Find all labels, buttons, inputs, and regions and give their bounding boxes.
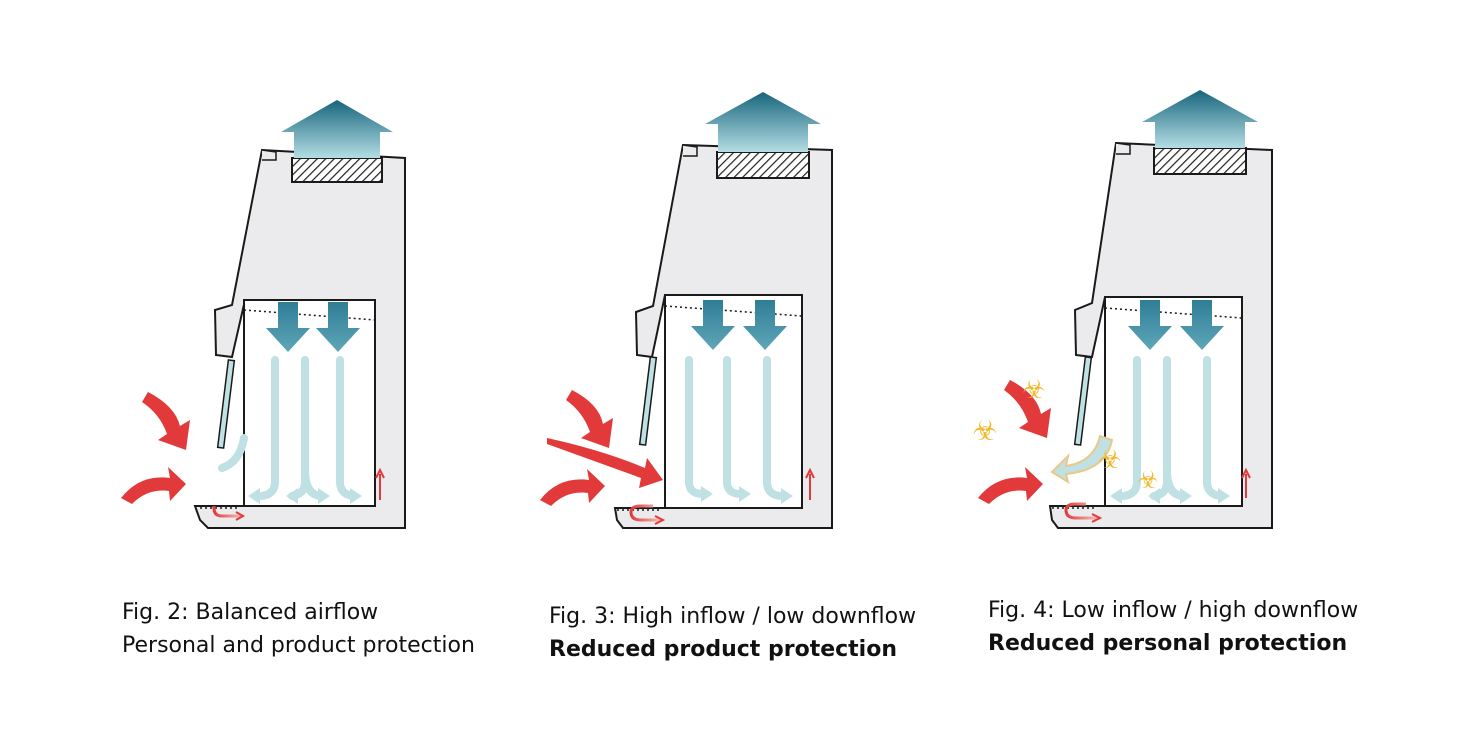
figure-2: Fig. 2: Balanced airflow Personal and pr…: [0, 0, 480, 737]
caption-subtitle: Reduced personal protection: [988, 631, 1348, 656]
downflow-streams: [685, 356, 787, 500]
svg-text:☣: ☣: [1022, 375, 1045, 405]
front-sash: [1073, 356, 1093, 446]
figure-3: Fig. 3: High inflow / low downflow Reduc…: [427, 0, 916, 737]
exhaust-arrow-icon: [281, 100, 393, 158]
downflow-arrow-icon: [743, 300, 787, 350]
cabinet-diagram-low-inflow: ☣ ☣ ☣ ☣: [972, 90, 1273, 529]
small-inflow-arrow: [1064, 502, 1100, 520]
figure-4: ☣ ☣ ☣ ☣ Fig. 4: Low inflow / high downfl…: [862, 0, 1358, 737]
cabinet-body: [193, 148, 406, 529]
front-sash: [638, 356, 658, 446]
hepa-filter-icon: [1153, 147, 1247, 175]
cabinet-diagram-high-inflow: [540, 92, 833, 529]
caption-subtitle: Personal and product protection: [122, 633, 475, 658]
downflow-arrow-icon: [691, 300, 735, 350]
caption-subtitle: Reduced product protection: [549, 637, 898, 662]
inflow-arrow-icon: [978, 467, 1043, 504]
downflow-arrow-icon: [316, 302, 360, 352]
svg-text:☣: ☣: [1137, 466, 1159, 494]
biohazard-icon: ☣: [972, 414, 997, 447]
downflow-arrow-icon: [1128, 300, 1172, 350]
escaping-airflow-arrow: [1050, 434, 1114, 485]
inflow-arrow-icon: [540, 469, 605, 506]
small-inflow-arrow: [629, 504, 663, 522]
front-sash: [216, 359, 236, 449]
figure-caption: Fig. 2: Balanced airflow Personal and pr…: [122, 596, 475, 662]
inflow-arrow-icon: [1004, 380, 1051, 438]
exhaust-arrow-icon: [1142, 90, 1258, 148]
downflow-stream-heads: [248, 488, 362, 504]
inflow-arrow-icon: [566, 390, 613, 448]
inflow-arrow-icon: [142, 392, 190, 450]
figure-caption: Fig. 3: High inflow / low downflow Reduc…: [549, 600, 916, 666]
downflow-arrow-icon: [266, 302, 310, 352]
cabinet-diagram-balanced: [121, 100, 406, 529]
inflow-arrow-icon: [121, 467, 186, 504]
biohazard-icon: ☣: [1098, 445, 1121, 475]
caption-title: Fig. 4: Low inflow / high downflow: [988, 598, 1359, 623]
caption-title: Fig. 2: Balanced airflow: [122, 600, 379, 625]
downflow-arrow-icon: [1180, 300, 1224, 350]
biohazard-icon: ☣: [1137, 466, 1159, 494]
downflow-stream-heads: [1110, 488, 1230, 504]
exhaust-arrow-icon: [705, 92, 821, 152]
inflow-arrow-icon: [547, 438, 663, 488]
caption-title: Fig. 3: High inflow / low downflow: [549, 604, 917, 629]
hepa-filter-icon: [291, 157, 383, 183]
small-inflow-arrow: [212, 506, 244, 518]
figure-caption: Fig. 4: Low inflow / high downflow Reduc…: [988, 594, 1358, 660]
biohazard-icon: ☣: [1022, 375, 1045, 405]
svg-text:☣: ☣: [1098, 445, 1121, 475]
downflow-stream-heads: [701, 486, 793, 504]
cabinet-body: [1048, 141, 1273, 529]
svg-text:☣: ☣: [972, 414, 997, 447]
hepa-filter-icon: [716, 151, 810, 179]
